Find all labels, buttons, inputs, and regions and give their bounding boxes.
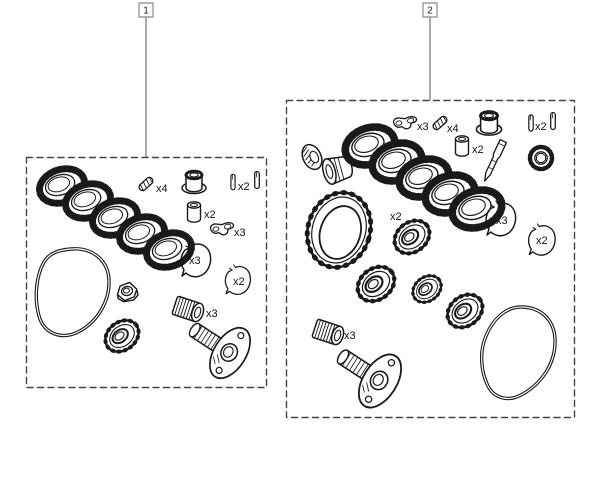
sliding-key — [392, 113, 419, 132]
gasket-oring — [34, 247, 111, 338]
kit2-bush-qty-label: x2 — [472, 144, 484, 156]
ring-gear — [298, 184, 380, 275]
callout-number-kit2: 2 — [427, 6, 433, 17]
kit2-group: x3 x4 x2 x2 x2 x3 x2 x3 — [285, 99, 576, 419]
roll-pin — [528, 114, 534, 132]
sliding-key — [209, 219, 236, 238]
roll-pin — [550, 111, 556, 131]
needle-bearing — [311, 318, 347, 347]
kit1-bush-qty-label: x2 — [204, 209, 216, 221]
hex-nut — [115, 280, 140, 304]
kit1-pins-qty-label: x2 — [238, 181, 250, 193]
flanged-nut — [180, 169, 208, 195]
kit2-needle-qty-label: x3 — [344, 330, 356, 342]
callout-kit1: 1 — [138, 2, 154, 158]
gasket-oring — [480, 305, 557, 401]
callout-kit2: 2 — [422, 2, 438, 101]
cone-washer — [297, 140, 327, 174]
roll-pin — [254, 170, 260, 190]
flanged-nut — [474, 110, 504, 137]
kit2-circlip-b-qty-label: x2 — [536, 235, 548, 247]
needle-bearing — [171, 295, 207, 324]
ring-nut — [530, 147, 552, 169]
ball-bearing — [97, 311, 147, 361]
kit2-key-qty-label: x3 — [417, 121, 429, 133]
ball-bearing — [441, 288, 489, 334]
kit1-dashed-border — [25, 156, 268, 389]
bush — [454, 135, 470, 157]
callout-box-kit2 — [422, 2, 438, 18]
callout-box-kit1 — [138, 2, 154, 18]
kit2-spring-qty-label: x4 — [447, 123, 459, 135]
kit1-key-qty-label: x3 — [234, 227, 246, 239]
ball-bearing — [351, 260, 401, 309]
kit1-circlip-b-qty-label: x2 — [233, 276, 245, 288]
bush — [186, 201, 202, 223]
kit1-circlip-a-qty-label: x3 — [189, 255, 201, 267]
output-flange — [334, 346, 411, 416]
kit1-spring-qty-label: x4 — [156, 183, 168, 195]
output-flange — [186, 319, 260, 387]
detent-spring — [137, 175, 155, 193]
roll-pin — [230, 173, 236, 191]
kit2-bearing-qty-label: x2 — [390, 211, 402, 223]
ball-bearing — [405, 268, 449, 310]
kit2-pins-qty-label: x2 — [535, 121, 547, 133]
callout-number-kit1: 1 — [143, 6, 149, 17]
kit2-circlip-a-qty-label: x3 — [496, 215, 508, 227]
kit1-needle-qty-label: x3 — [206, 308, 218, 320]
kit2-dashed-border — [285, 99, 576, 419]
shaft-pin — [480, 138, 508, 184]
kit1-group: x4 x2 x2 x3 x3 x2 x3 — [25, 156, 268, 389]
detent-spring — [431, 114, 449, 132]
